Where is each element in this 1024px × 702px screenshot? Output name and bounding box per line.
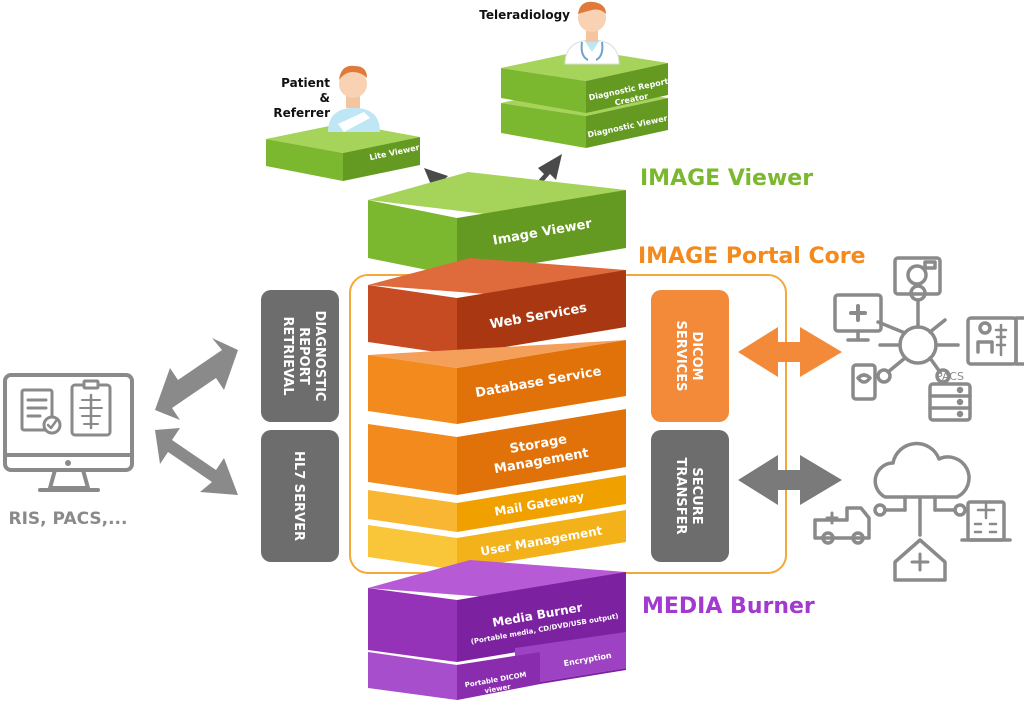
dicom-label-line1: DICOM xyxy=(689,331,704,380)
secure-transfer-box xyxy=(651,430,729,562)
database-service-block: Database Service xyxy=(368,340,626,424)
ris-pacs-monitor-icon xyxy=(3,373,134,492)
secure-double-arrow xyxy=(738,455,842,505)
image-viewer-block: Image Viewer xyxy=(368,172,626,276)
dicom-services-box xyxy=(651,290,729,422)
portal-core-heading: IMAGE Portal Core xyxy=(638,244,866,269)
image-viewer-heading: IMAGE Viewer xyxy=(640,166,814,191)
lite-viewer-block: Lite Viewer xyxy=(266,123,420,181)
doctor-avatar xyxy=(564,1,620,65)
pacs-label: PACS xyxy=(936,370,964,383)
dicom-label-line2: SERVICES xyxy=(673,321,688,392)
encryption-block: Encryption xyxy=(515,632,626,684)
teleradiology-label: Teleradiology xyxy=(479,8,570,22)
storage-management-block: Storage Management xyxy=(368,409,626,495)
patient-avatar xyxy=(328,65,380,132)
patient-referrer-label: Patient & Referrer xyxy=(262,76,330,121)
left-arrow-upper xyxy=(155,338,238,420)
diagnostic-label-line2: REPORT xyxy=(296,327,311,385)
left-arrow-lower xyxy=(155,428,238,495)
web-services-block: Web Services xyxy=(368,258,626,355)
portable-dicom-viewer-block: Portable DICOM viewer xyxy=(368,652,540,700)
media-burner-heading: MEDIA Burner xyxy=(642,594,815,619)
cloud-network-icon xyxy=(813,441,1012,582)
diagnostic-label-line1: DIAGNOSTIC xyxy=(312,311,327,402)
diagnostic-report-retrieval-box xyxy=(261,290,339,422)
diagnostic-label-line3: RETRIEVAL xyxy=(280,316,295,395)
patient-line2: & Referrer xyxy=(273,91,330,120)
ris-pacs-label: RIS, PACS,... xyxy=(9,509,128,529)
hl7-server-label: HL7 SERVER xyxy=(291,451,306,541)
pacs-network-icon xyxy=(833,256,1024,422)
secure-label-line2: TRANSFER xyxy=(673,458,688,535)
patient-line1: Patient xyxy=(281,76,330,90)
dicom-double-arrow xyxy=(738,327,842,377)
secure-label-line1: SECURE xyxy=(689,467,704,524)
hl7-server-box xyxy=(261,430,339,562)
